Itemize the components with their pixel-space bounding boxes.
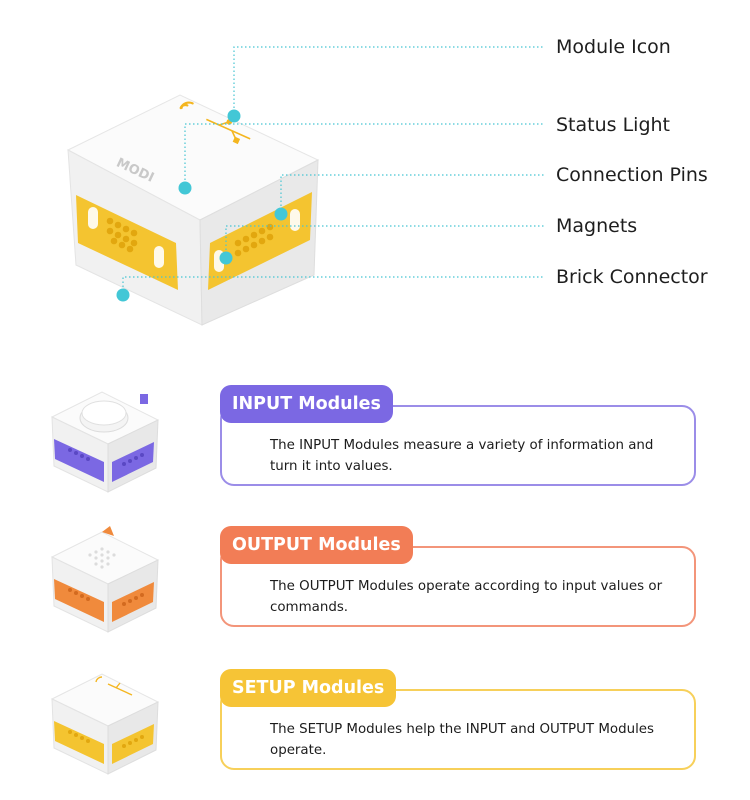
setup-description-line-1: The SETUP Modules help the INPUT and OUT… bbox=[270, 722, 655, 737]
callout-lines bbox=[122, 46, 545, 295]
callout-dot-brick-connector bbox=[116, 288, 130, 302]
callout-label-brick-connector: Brick Connector bbox=[556, 266, 708, 288]
left-connector bbox=[76, 195, 178, 290]
callout-dot-connection-pins bbox=[274, 207, 288, 221]
left-pin-grid bbox=[106, 217, 138, 253]
setup-module-image bbox=[50, 673, 160, 775]
callout-label-magnets: Magnets bbox=[556, 215, 638, 237]
callout-line-connection-pins bbox=[280, 174, 545, 214]
output-icon-mark bbox=[102, 526, 114, 536]
setup-modules-title: SETUP Modules bbox=[220, 669, 397, 707]
hero-diagram: MODI bbox=[66, 46, 545, 326]
input-modules-title: INPUT Modules bbox=[220, 385, 393, 423]
input-module-image bbox=[50, 391, 160, 493]
callout-label-module-icon: Module Icon bbox=[556, 36, 671, 58]
setup-description-line-2: operate. bbox=[270, 743, 327, 758]
callout-line-module-icon bbox=[233, 46, 545, 116]
wifi-icon bbox=[179, 101, 194, 110]
callout-dot-module-icon bbox=[227, 109, 241, 123]
setup-modules-card: The SETUP Modules help the INPUT and OUT… bbox=[220, 689, 696, 770]
input-description-line-2: turn it into values. bbox=[270, 459, 393, 474]
input-description-line-1: The INPUT Modules measure a variety of i… bbox=[270, 438, 654, 453]
output-modules-title: OUTPUT Modules bbox=[220, 526, 413, 564]
callout-label-status-light: Status Light bbox=[556, 114, 670, 136]
output-module-image bbox=[50, 526, 160, 633]
output-modules-card: The OUTPUT Modules operate according to … bbox=[220, 546, 696, 627]
callout-dots bbox=[116, 109, 288, 302]
output-description-line-1: The OUTPUT Modules operate according to … bbox=[270, 579, 663, 594]
output-description-line-2: commands. bbox=[270, 600, 349, 615]
callout-dot-status-light bbox=[178, 181, 192, 195]
callout-line-status-light bbox=[184, 123, 545, 188]
usb-icon bbox=[206, 118, 251, 145]
callout-line-magnets bbox=[225, 225, 545, 258]
speaker-grille bbox=[88, 547, 116, 569]
right-pin-grid bbox=[234, 223, 274, 257]
callout-label-connection-pins: Connection Pins bbox=[556, 164, 708, 186]
module-icon bbox=[179, 101, 251, 145]
setup-icon-mark bbox=[95, 676, 133, 696]
callout-dot-magnets bbox=[219, 251, 233, 265]
input-icon-mark bbox=[140, 394, 148, 404]
